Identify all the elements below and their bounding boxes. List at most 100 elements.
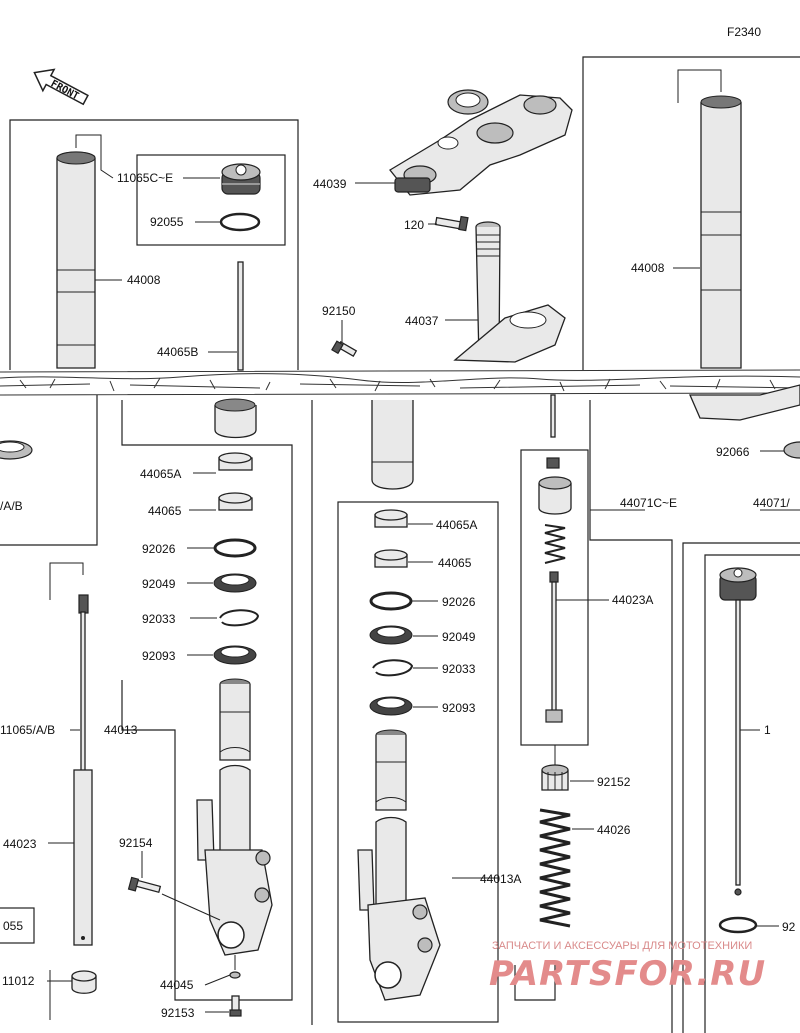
- bolt-120: [434, 215, 469, 232]
- label-11065AB: 11065/A/B: [0, 723, 55, 737]
- bolt-92150: [331, 340, 358, 357]
- inner-tube-left: [219, 678, 251, 871]
- label-92150: 92150: [322, 304, 356, 318]
- label-11012: 11012: [2, 974, 35, 988]
- label-92049-right: 92049: [442, 630, 476, 644]
- label-44065-left: 44065: [148, 504, 182, 518]
- o-ring-92055: [219, 212, 261, 232]
- label-92153: 92153: [161, 1006, 195, 1020]
- left-callout-box: [0, 907, 35, 944]
- inner-tube-right: [375, 729, 407, 916]
- washer-92026-left: [213, 538, 257, 558]
- inner-tube-top-left: [214, 398, 257, 439]
- label-44023A: 44023A: [612, 593, 653, 607]
- washer-92026-right: [369, 591, 413, 611]
- nut-92152: [541, 764, 569, 791]
- label-92026-right: 92026: [442, 595, 476, 609]
- oil-seal-92049-right: [369, 625, 413, 645]
- circlip-92033-right: [372, 659, 414, 677]
- label-92033-left: 92033: [142, 612, 176, 626]
- front-arrow-label: FRONT: [49, 78, 81, 102]
- label-44026: 44026: [597, 823, 631, 837]
- bushing-44065A-left: [218, 452, 253, 471]
- label-44065A-right: 44065A: [436, 518, 477, 532]
- bushing-44065-right: [374, 549, 408, 568]
- label-92154: 92154: [119, 836, 153, 850]
- cap-sub-box: [136, 154, 286, 246]
- right-assembly-box: [582, 56, 800, 370]
- diagram-code: F2340: [727, 25, 761, 39]
- washer-44045: [229, 971, 241, 979]
- label-44065A-left: 44065A: [140, 467, 181, 481]
- label-120: 120: [404, 218, 424, 232]
- label-44065-right: 44065: [438, 556, 472, 570]
- rod-top-center: [550, 394, 556, 438]
- label-44065B: 44065B: [157, 345, 198, 359]
- damper-rod-44023A: [545, 571, 563, 723]
- bolt-92154: [127, 876, 162, 894]
- label-92093-right: 92093: [442, 701, 476, 715]
- label-44037: 44037: [405, 314, 439, 328]
- label-1-cut: 1: [764, 723, 771, 737]
- label-44039: 44039: [313, 177, 347, 191]
- outer-tube-right: [700, 95, 742, 369]
- right-fork-kit-box: [337, 501, 499, 1023]
- fork-cap-left: [221, 163, 261, 195]
- label-055: 055: [3, 919, 23, 933]
- oil-seal-92049-left: [213, 573, 257, 593]
- label-92055: 92055: [150, 215, 184, 229]
- label-92066: 92066: [716, 445, 750, 459]
- damper-rod-left: [73, 594, 93, 946]
- left-lower-box-edge: [0, 395, 98, 546]
- scan-noise-band: [0, 369, 800, 396]
- label-44071-cut: 44071/: [753, 496, 790, 510]
- label-44045: 44045: [160, 978, 194, 992]
- cap-damper: [538, 476, 572, 515]
- outer-tube-left: [56, 151, 96, 369]
- label-92093-left: 92093: [142, 649, 176, 663]
- label-44013A: 44013A: [480, 872, 521, 886]
- dust-seal-92093-left: [213, 645, 257, 665]
- collar-11012: [71, 970, 97, 994]
- axle-bracket-left: [196, 799, 273, 956]
- upper-triple-clamp: [389, 89, 573, 196]
- fork-cap-right: [719, 567, 757, 601]
- far-right-inner-box: [704, 554, 800, 1033]
- bushing-44065-left: [218, 492, 253, 511]
- spring-44026: [539, 808, 571, 928]
- spring-sub-box: [514, 965, 556, 1001]
- lower-clamp-right: [689, 384, 800, 421]
- label-44023: 44023: [3, 837, 37, 851]
- label-44008-left: 44008: [127, 273, 161, 287]
- left-assembly-box: [9, 119, 299, 370]
- label-AB-left: /A/B: [0, 499, 23, 513]
- seal-92066: [783, 441, 800, 459]
- axle-bracket-right: [357, 849, 441, 1001]
- damper-box-right-edge: [589, 400, 673, 1033]
- bushing-44065A-right: [374, 509, 408, 528]
- front-arrow-icon: FRONT: [33, 68, 89, 106]
- spring-small-damper: [544, 524, 566, 564]
- o-ring-far-right: [718, 916, 758, 934]
- label-44071CE: 44071C~E: [620, 496, 677, 510]
- label-92152: 92152: [597, 775, 631, 789]
- label-11065C-E: 11065C~E: [117, 171, 173, 185]
- circlip-92033-left: [219, 609, 260, 627]
- steering-stem: [453, 221, 566, 363]
- rod-44065B: [237, 261, 244, 371]
- dust-seal-92093-right: [369, 696, 413, 716]
- bolt-92153: [229, 995, 242, 1017]
- rod-far-right: [735, 599, 741, 886]
- label-92-cut: 92: [782, 920, 796, 934]
- nut-top-damper: [546, 457, 560, 469]
- watermark-tagline: ЗАПЧАСТИ И АКСЕССУАРЫ ДЛЯ МОТОТЕХНИКИ: [492, 940, 752, 952]
- label-92033-right: 92033: [442, 662, 476, 676]
- far-right-box: [682, 542, 800, 1033]
- label-44013: 44013: [104, 723, 138, 737]
- label-92049-left: 92049: [142, 577, 176, 591]
- label-92026-left: 92026: [142, 542, 176, 556]
- watermark-brand: PARTSFOR.RU: [489, 954, 766, 994]
- outer-tube-center-lower: [371, 400, 414, 490]
